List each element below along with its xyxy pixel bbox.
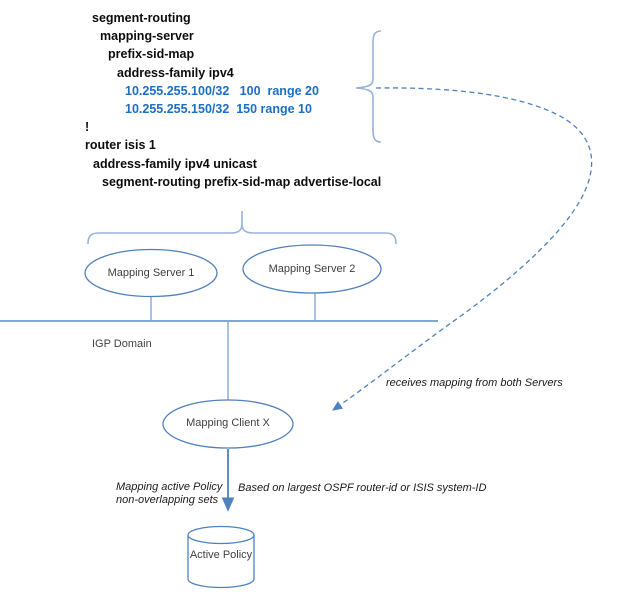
- active-policy-db-label: Active Policy: [189, 549, 253, 561]
- mapping-client-ellipse: [162, 399, 294, 449]
- config-block: segment-routing mapping-server prefix-si…: [85, 9, 381, 191]
- config-line: prefix-sid-map: [108, 47, 195, 62]
- mapping-server-2-label: Mapping Server 2: [268, 263, 356, 275]
- dashed-mapping-arrow: [331, 87, 593, 411]
- mapping-server-1-label: Mapping Server 1: [107, 267, 195, 279]
- config-line: segment-routing: [92, 11, 191, 25]
- config-line: !: [85, 120, 90, 135]
- config-line-sid-map-entry: 10.255.255.150/32 150 range 10: [125, 102, 312, 117]
- receives-mapping-note: receives mapping from both Servers: [386, 377, 563, 389]
- mapping-policy-note-line1: Mapping active Policy: [116, 481, 223, 493]
- config-line-sid-map-entry: 10.255.255.100/32 100 range 20: [125, 83, 319, 98]
- based-on-note: Based on largest OSPF router-id or ISIS …: [238, 482, 487, 494]
- config-line: router isis 1: [85, 138, 156, 153]
- config-line: mapping-server: [100, 29, 194, 44]
- mapping-server-1-ellipse: [84, 248, 218, 298]
- igp-domain-label: IGP Domain: [92, 338, 152, 350]
- database-cylinder-top: [187, 525, 255, 545]
- mapping-client-label: Mapping Client X: [186, 417, 270, 429]
- mapping-policy-note-line2: non-overlapping sets: [116, 493, 219, 506]
- config-curly-brace: [355, 30, 382, 143]
- database-cylinder-body: [187, 535, 255, 589]
- servers-group-brace: [87, 211, 397, 245]
- config-line: address-family ipv4 unicast: [93, 156, 257, 171]
- config-line: address-family ipv4: [117, 65, 234, 80]
- mapping-policy-note: Mapping active Policy non-overlapping se…: [116, 481, 222, 506]
- mapping-server-2-ellipse: [242, 244, 382, 294]
- config-line: segment-routing prefix-sid-map advertise…: [102, 174, 382, 189]
